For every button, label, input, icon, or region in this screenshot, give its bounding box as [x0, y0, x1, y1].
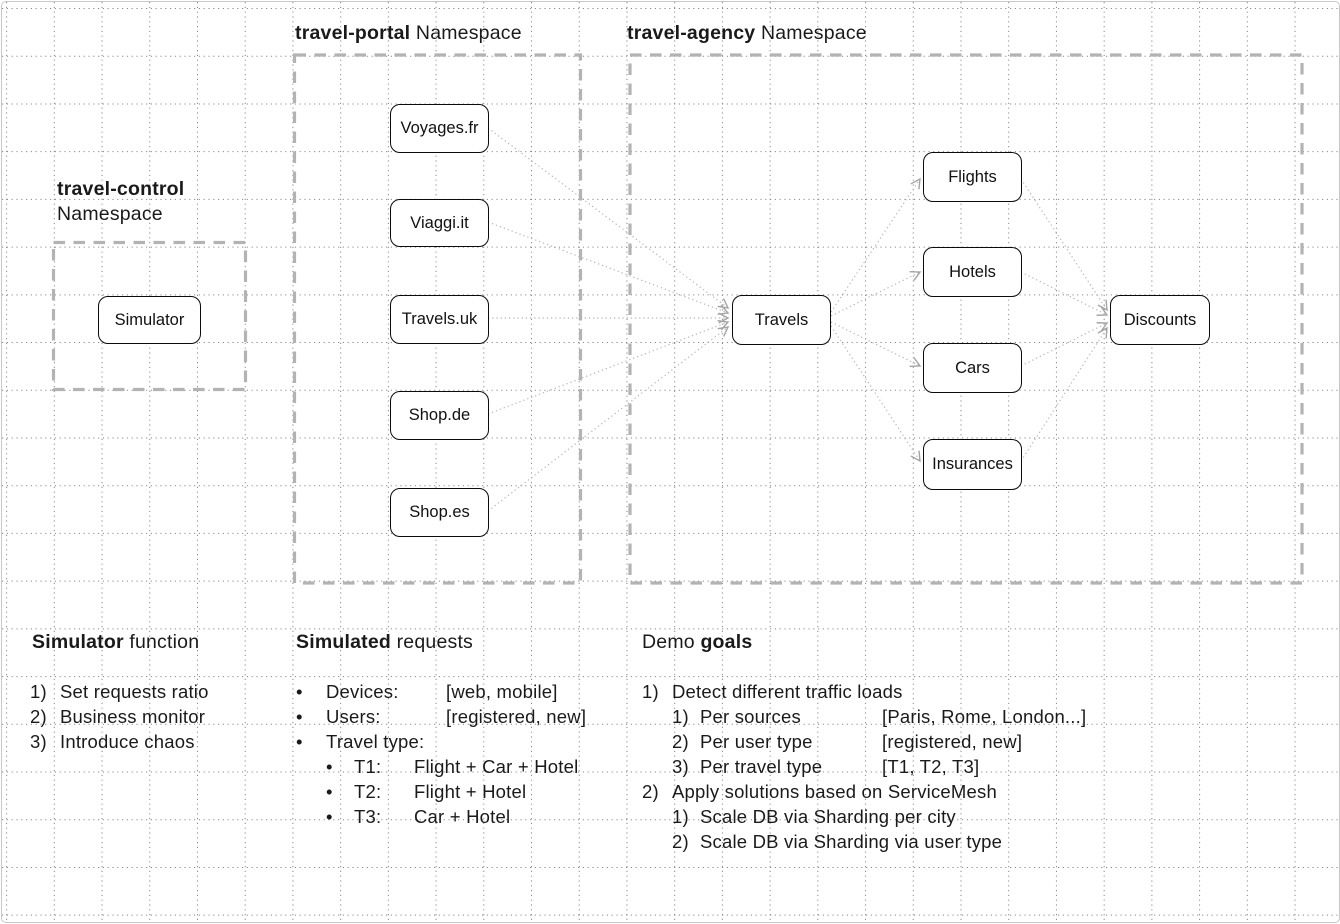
- list-item: • Travel type:: [296, 729, 586, 754]
- travel-control-namespace-title-line2: Namespace: [57, 203, 163, 225]
- item-text: Business monitor: [60, 706, 206, 727]
- heading-post: requests: [391, 631, 474, 653]
- item-number: 1): [672, 706, 689, 727]
- item-value: [registered, new]: [446, 706, 587, 727]
- simulator-function-list: 1) Set requests ratio 2) Business monito…: [30, 679, 209, 754]
- item-value: [T1, T2, T3]: [882, 756, 980, 777]
- item-label: Travel type:: [326, 731, 425, 752]
- node-discounts: Discounts: [1110, 295, 1210, 345]
- item-value: [web, mobile]: [446, 681, 558, 702]
- item-number: 1): [672, 806, 689, 827]
- list-item: 1) Set requests ratio: [30, 679, 209, 704]
- node-flights: Flights: [923, 152, 1022, 202]
- item-number: 2): [642, 781, 659, 802]
- list-item: • Devices: [web, mobile]: [296, 679, 586, 704]
- node-shop-es: Shop.es: [390, 488, 489, 537]
- node-insurances: Insurances: [923, 439, 1022, 490]
- travel-agency-namespace-title: travel-agency Namespace: [627, 21, 867, 46]
- item-text: Apply solutions based on ServiceMesh: [672, 781, 997, 802]
- node-shop-de: Shop.de: [390, 391, 489, 440]
- demo-goals-heading: Demo goals: [642, 631, 752, 654]
- node-voyages-fr: Voyages.fr: [390, 104, 489, 153]
- list-item: 2) Per user type [registered, new]: [642, 729, 1086, 754]
- node-viaggi-it: Viaggi.it: [390, 199, 489, 247]
- demo-goals-list: 1) Detect different traffic loads 1) Per…: [642, 679, 1086, 854]
- item-value: [Paris, Rome, London...]: [882, 706, 1087, 727]
- list-item: 2) Scale DB via Sharding via user type: [642, 829, 1086, 854]
- simulated-requests-list: • Devices: [web, mobile] • Users: [regis…: [296, 679, 586, 829]
- heading-post: function: [123, 631, 200, 653]
- list-item: • T1: Flight + Car + Hotel: [296, 754, 586, 779]
- heading-bold: Simulator: [32, 631, 124, 653]
- bullet: •: [326, 781, 333, 802]
- item-text: Set requests ratio: [60, 681, 209, 702]
- travel-portal-namespace-box: [292, 53, 583, 585]
- item-label: Users:: [326, 706, 381, 727]
- travel-agency-namespace-title-bold: travel-agency: [627, 22, 756, 44]
- item-label: T3:: [354, 806, 382, 827]
- item-number: 3): [30, 731, 47, 752]
- travel-agency-namespace-title-rest: Namespace: [755, 22, 867, 44]
- item-text: Detect different traffic loads: [672, 681, 903, 702]
- bullet: •: [326, 806, 333, 827]
- list-item: 1) Per sources [Paris, Rome, London...]: [642, 704, 1086, 729]
- portal-to-travels-arrows: [487, 127, 730, 512]
- item-number: 1): [30, 681, 47, 702]
- node-hotels: Hotels: [923, 247, 1022, 297]
- list-item: 2) Apply solutions based on ServiceMesh: [642, 779, 1086, 804]
- node-travels: Travels: [732, 295, 831, 345]
- item-label: T2:: [354, 781, 382, 802]
- item-number: 1): [642, 681, 659, 702]
- list-item: • Users: [registered, new]: [296, 704, 586, 729]
- list-item: • T2: Flight + Hotel: [296, 779, 586, 804]
- bullet: •: [296, 681, 303, 702]
- item-number: 2): [30, 706, 47, 727]
- heading-bold: goals: [700, 631, 753, 653]
- list-item: 3) Introduce chaos: [30, 729, 209, 754]
- heading-bold: Simulated: [296, 631, 391, 653]
- heading-pre: Demo: [642, 631, 701, 653]
- item-text: Introduce chaos: [60, 731, 195, 752]
- item-value: [registered, new]: [882, 731, 1023, 752]
- travel-control-namespace-title: travel-control Namespace: [57, 177, 184, 227]
- node-simulator: Simulator: [98, 296, 201, 344]
- travel-portal-namespace-title-bold: travel-portal: [295, 22, 411, 44]
- travel-portal-namespace-title-rest: Namespace: [410, 22, 522, 44]
- item-value: Flight + Car + Hotel: [414, 756, 579, 777]
- list-item: • T3: Car + Hotel: [296, 804, 586, 829]
- item-label: T1:: [354, 756, 382, 777]
- item-text: Per travel type: [700, 756, 823, 777]
- item-text: Scale DB via Sharding per city: [700, 806, 956, 827]
- list-item: 1) Detect different traffic loads: [642, 679, 1086, 704]
- node-cars: Cars: [923, 343, 1022, 393]
- node-travels-uk: Travels.uk: [390, 295, 489, 344]
- item-value: Car + Hotel: [414, 806, 511, 827]
- item-value: Flight + Hotel: [414, 781, 527, 802]
- simulator-function-heading: Simulator function: [32, 631, 199, 654]
- item-number: 3): [672, 756, 689, 777]
- item-label: Devices:: [326, 681, 399, 702]
- list-item: 2) Business monitor: [30, 704, 209, 729]
- item-text: Per sources: [700, 706, 801, 727]
- travel-control-namespace-box: [51, 240, 248, 392]
- travel-control-namespace-title-bold: travel-control: [57, 178, 185, 200]
- services-to-discounts-arrows: [1020, 178, 1109, 462]
- travel-portal-namespace-title: travel-portal Namespace: [295, 21, 522, 46]
- bullet: •: [296, 706, 303, 727]
- bullet: •: [326, 756, 333, 777]
- travels-to-services-arrows: [830, 177, 922, 463]
- item-number: 2): [672, 831, 689, 852]
- simulated-requests-heading: Simulated requests: [296, 631, 473, 654]
- bullet: •: [296, 731, 303, 752]
- item-number: 2): [672, 731, 689, 752]
- list-item: 1) Scale DB via Sharding per city: [642, 804, 1086, 829]
- list-item: 3) Per travel type [T1, T2, T3]: [642, 754, 1086, 779]
- item-text: Scale DB via Sharding via user type: [700, 831, 1003, 852]
- item-text: Per user type: [700, 731, 813, 752]
